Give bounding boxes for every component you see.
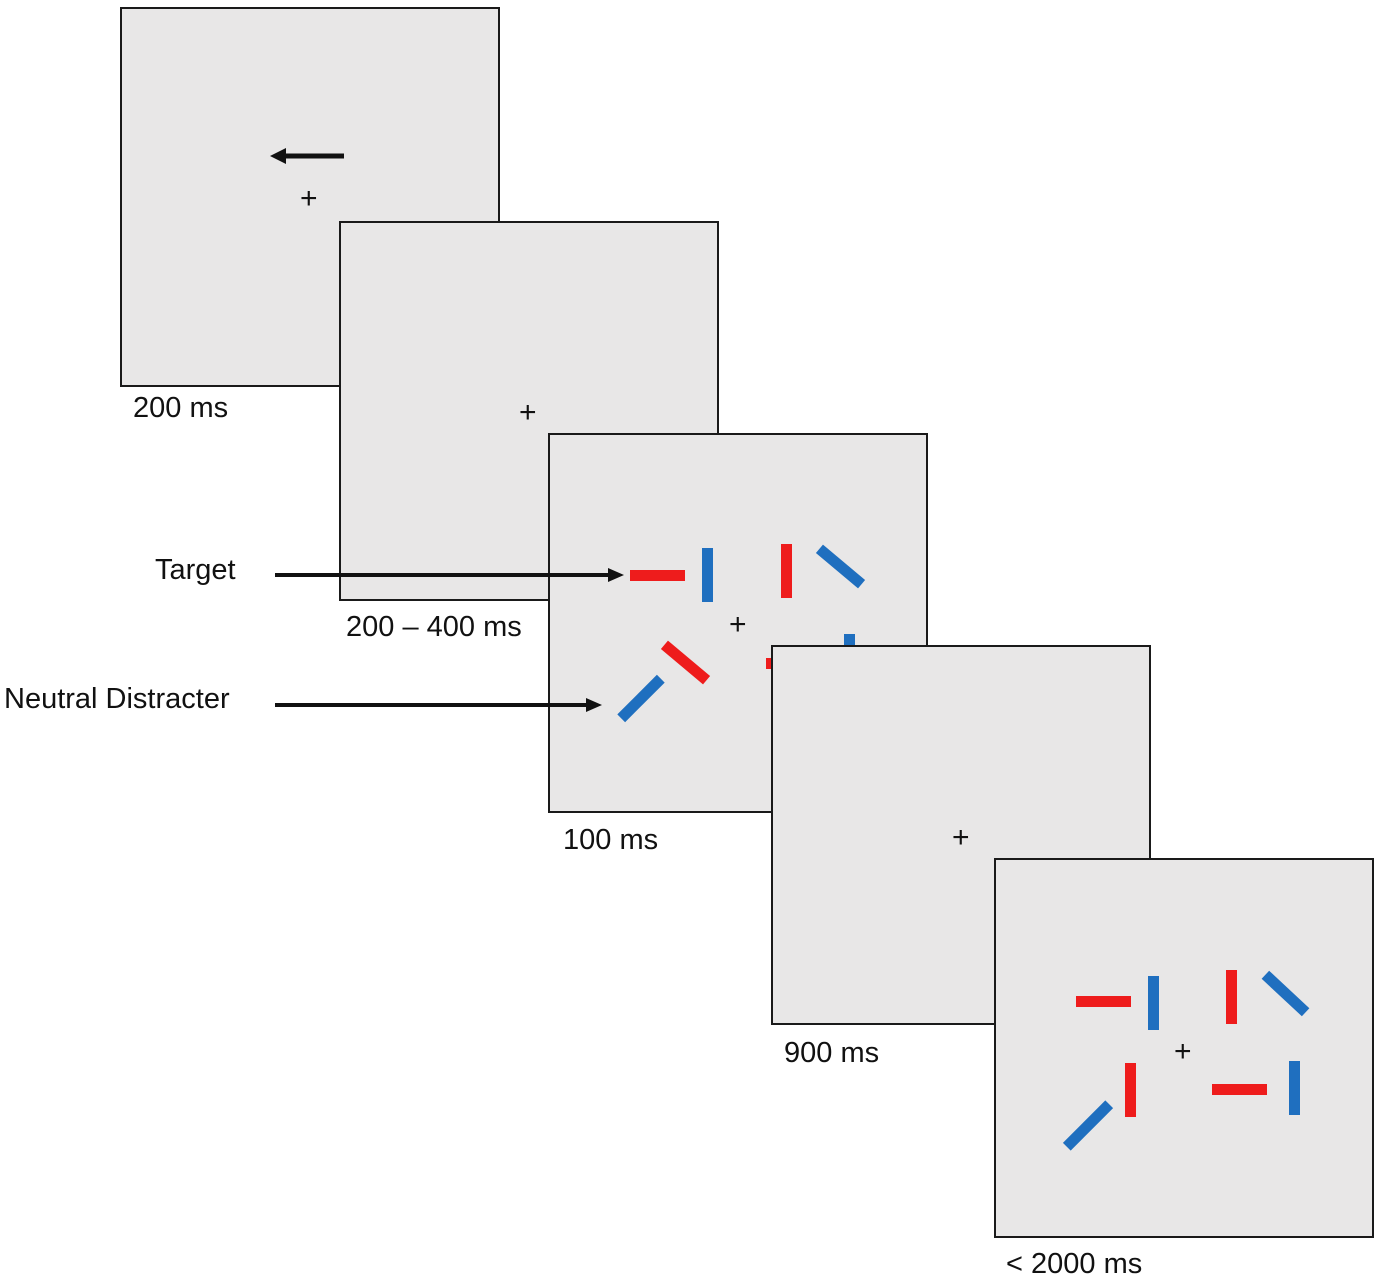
search-array-frame-3 [617, 544, 866, 723]
frame-5-search-array-surface [994, 858, 1374, 1238]
duration-label-frame-4: 900 ms [784, 1037, 880, 1069]
duration-label-frame-1: 200 ms [133, 392, 229, 424]
bar-blue-vertical [702, 548, 713, 602]
fixation-cross-frame-3: + [729, 608, 747, 641]
bar-blue-vertical [1289, 1061, 1300, 1115]
bar-blue-diagonal [1062, 1100, 1114, 1151]
bar-red-vertical [781, 544, 792, 598]
duration-label-frame-5: < 2000 ms [1006, 1248, 1143, 1280]
bar-blue-vertical [1148, 976, 1159, 1030]
fixation-cross-frame-2: + [519, 396, 537, 429]
bar-blue-diagonal [815, 544, 866, 589]
distracter-pointer-arrow [275, 698, 602, 712]
bar-red-vertical [1125, 1063, 1136, 1117]
bar-red-horizontal [630, 570, 685, 581]
bar-blue-diagonal [617, 674, 665, 723]
fixation-cross-frame-1: + [300, 182, 318, 215]
cue-arrow-left-icon [270, 148, 344, 164]
duration-label-frame-3: 100 ms [563, 824, 659, 856]
neutral-distracter-label: Neutral Distracter [4, 683, 230, 715]
bar-red-horizontal [1076, 996, 1131, 1007]
duration-label-frame-2: 200 – 400 ms [346, 611, 522, 643]
bar-blue-diagonal [1261, 970, 1310, 1017]
search-array-frame-5 [1062, 970, 1310, 1151]
target-label: Target [155, 554, 236, 586]
bar-red-horizontal [1212, 1084, 1267, 1095]
target-pointer-arrow [275, 568, 624, 582]
bar-red-vertical [1226, 970, 1237, 1024]
fixation-cross-frame-4: + [952, 821, 970, 854]
fixation-cross-frame-5: + [1174, 1035, 1192, 1068]
bar-red-diagonal [660, 640, 711, 685]
